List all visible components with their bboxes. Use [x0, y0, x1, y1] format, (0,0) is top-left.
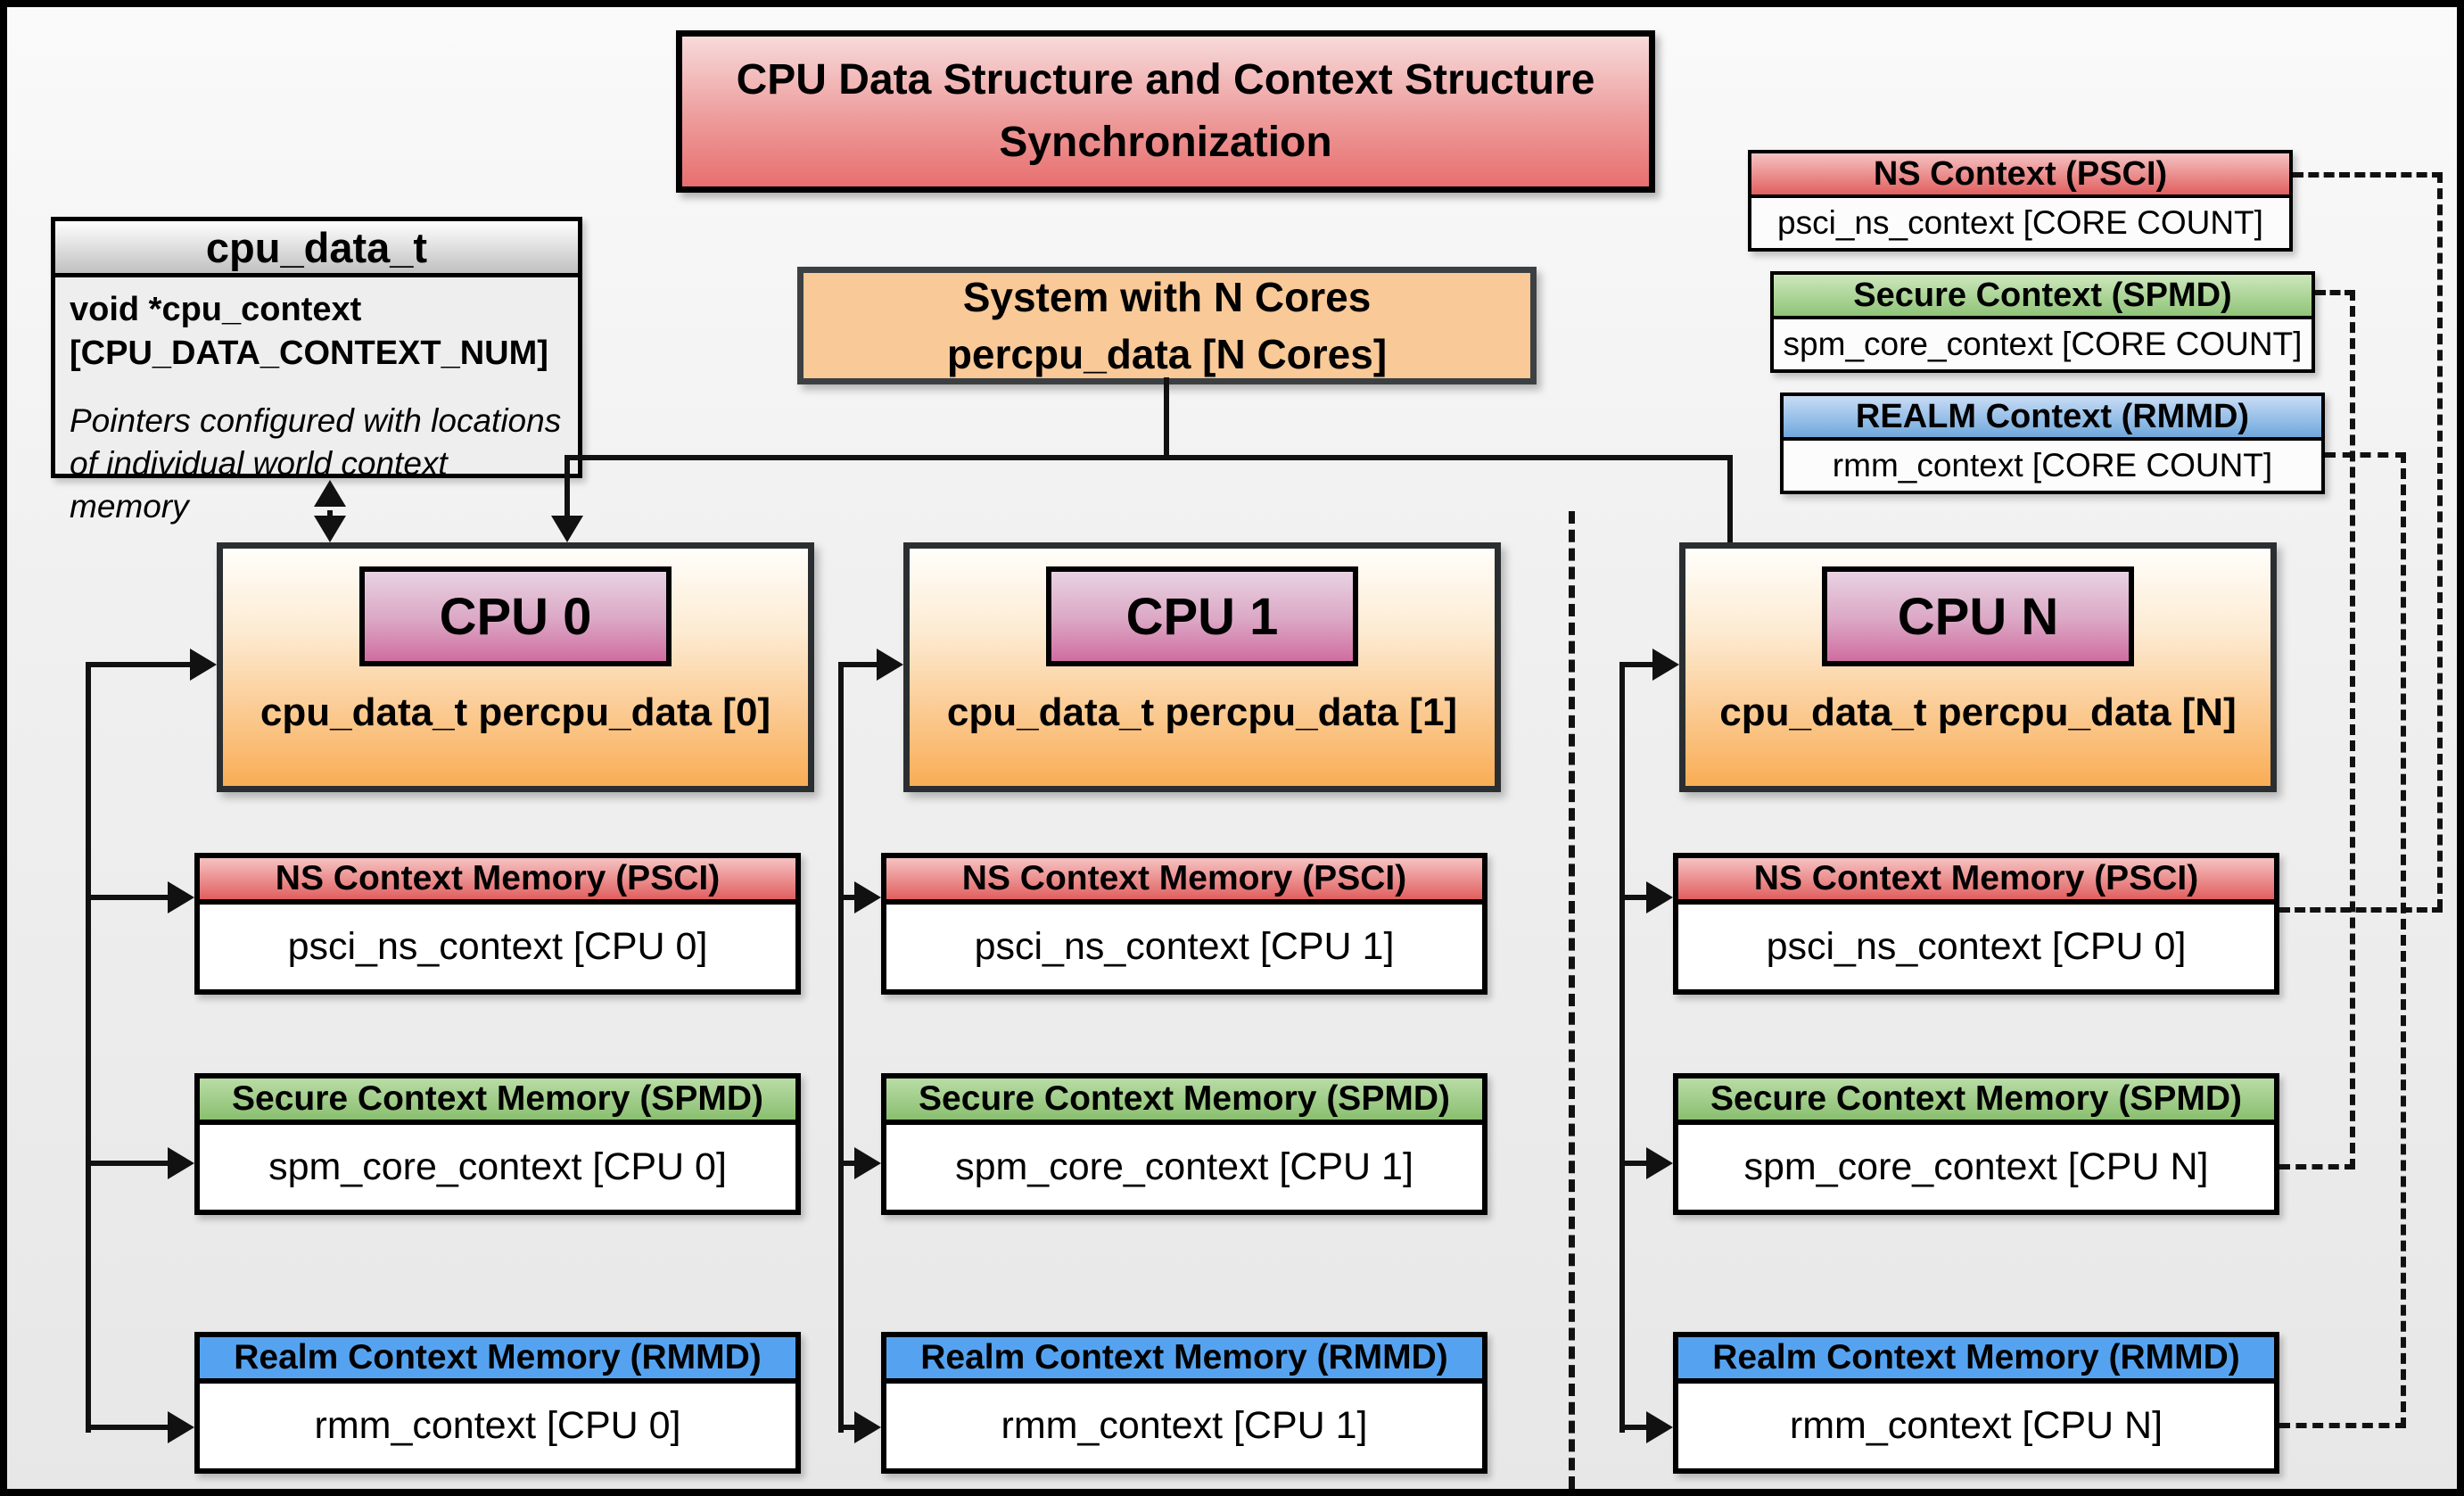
legend-secure-context-header: Secure Context (SPMD)	[1774, 275, 2312, 319]
cpu0-pointer-line	[86, 662, 190, 667]
dashed-psci-link-vertical	[2437, 172, 2443, 910]
cpuN-percpu-data-label: cpu_data_t percpu_data [N]	[1719, 690, 2237, 734]
cpu0-realm-branch	[86, 1425, 168, 1430]
cpu1-ns-branch	[838, 895, 854, 900]
cpuN-ns-context-memory-body: psci_ns_context [CPU 0]	[1766, 925, 2187, 968]
cpuN-ns-context-memory-header: NS Context Memory (PSCI)	[1678, 858, 2274, 905]
cpuN-pointer-trunk	[1619, 662, 1625, 1433]
connector-bar-to-cpuN	[1727, 455, 1733, 542]
cpu1-realm-context-memory-box: Realm Context Memory (RMMD) rmm_context …	[881, 1332, 1487, 1474]
cpu0-percpu-data-label: cpu_data_t percpu_data [0]	[260, 690, 771, 734]
diagram-title-line1: CPU Data Structure and Context Structure	[736, 56, 1595, 104]
cpuN-realm-branch	[1619, 1425, 1646, 1430]
legend-ns-context-body: psci_ns_context [CORE COUNT]	[1777, 204, 2263, 241]
cpu0-secure-context-memory-box: Secure Context Memory (SPMD) spm_core_co…	[194, 1073, 801, 1215]
cpu1-pointer-trunk	[838, 662, 844, 1433]
cpu1-ns-context-memory-body: psci_ns_context [CPU 1]	[974, 925, 1395, 968]
cpu0-ns-context-memory-box: NS Context Memory (PSCI) psci_ns_context…	[194, 853, 801, 995]
cpu0-ns-context-memory-header: NS Context Memory (PSCI)	[200, 858, 795, 905]
arrowhead-into-cpuN-realm-icon	[1646, 1411, 1673, 1443]
cpu-data-t-struct-header: cpu_data_t	[55, 221, 578, 277]
cpuN-realm-context-memory-box: Realm Context Memory (RMMD) rmm_context …	[1673, 1332, 2279, 1474]
arrowhead-into-cpu1-realm-icon	[854, 1411, 881, 1443]
arrowhead-into-cpu1-icon	[877, 649, 903, 681]
arrowhead-into-cpuN-secure-icon	[1646, 1147, 1673, 1179]
legend-realm-context-header: REALM Context (RMMD)	[1784, 396, 2321, 441]
legend-realm-context-body: rmm_context [CORE COUNT]	[1832, 447, 2273, 484]
dashed-rmmd-link-vertical	[2401, 452, 2406, 1428]
dashed-psci-link-bottom	[2279, 907, 2443, 913]
cpu1-secure-branch	[838, 1161, 854, 1166]
system-box-line1: System with N Cores	[962, 273, 1372, 320]
legend-secure-context: Secure Context (SPMD) spm_core_context […	[1770, 271, 2315, 373]
legend-secure-context-body: spm_core_context [CORE COUNT]	[1783, 326, 2303, 362]
dashed-spmd-link-bottom	[2279, 1164, 2355, 1170]
cpuN-label: CPU N	[1822, 566, 2134, 666]
dashed-rmmd-link-bottom	[2279, 1423, 2406, 1428]
cpu1-ns-context-memory-header: NS Context Memory (PSCI)	[886, 858, 1482, 905]
cpuN-realm-context-memory-header: Realm Context Memory (RMMD)	[1678, 1337, 2274, 1384]
arrowhead-into-cpu0-top-icon	[551, 516, 583, 542]
cpuN-secure-context-memory-box: Secure Context Memory (SPMD) spm_core_co…	[1673, 1073, 2279, 1215]
arrowhead-into-cpu0-secure-icon	[168, 1147, 194, 1179]
cpuN-secure-context-memory-header: Secure Context Memory (SPMD)	[1678, 1079, 2274, 1125]
arrowhead-up-struct-sync-icon	[314, 480, 346, 507]
diagram-title-line2: Synchronization	[999, 119, 1332, 166]
cpu1-percpu-data-label: cpu_data_t percpu_data [1]	[946, 690, 1458, 734]
cpu0-pointer-trunk	[86, 662, 91, 1433]
cpu-data-t-struct-body: void *cpu_context [CPU_DATA_CONTEXT_NUM]…	[55, 277, 578, 539]
system-box: System with N Cores percpu_data [N Cores…	[797, 267, 1537, 384]
cpu1-realm-branch	[838, 1425, 854, 1430]
dashed-spmd-link-top	[2315, 290, 2355, 295]
cpuN-ns-branch	[1619, 895, 1646, 900]
cpu-data-t-struct-box: cpu_data_t void *cpu_context [CPU_DATA_C…	[51, 217, 582, 525]
connector-branch-bar	[564, 455, 1733, 460]
cpu0-label: CPU 0	[359, 566, 672, 666]
cpuN-secure-context-memory-body: spm_core_context [CPU N]	[1743, 1145, 2209, 1188]
arrowhead-into-cpu1-secure-icon	[854, 1147, 881, 1179]
cpu1-ns-context-memory-box: NS Context Memory (PSCI) psci_ns_context…	[881, 853, 1487, 995]
legend-realm-context: REALM Context (RMMD) rmm_context [CORE C…	[1780, 393, 2325, 494]
cpuN-secure-branch	[1619, 1161, 1646, 1166]
cpu0-realm-context-memory-box: Realm Context Memory (RMMD) rmm_context …	[194, 1332, 801, 1474]
cpu-context-field: void *cpu_context [CPU_DATA_CONTEXT_NUM]	[70, 291, 548, 373]
dashed-spmd-link-vertical	[2350, 290, 2355, 1170]
arrowhead-into-cpu0-ns-icon	[168, 881, 194, 913]
arrowhead-into-cpu0-icon	[190, 649, 217, 681]
cpu0-secure-branch	[86, 1161, 168, 1166]
cpu0-ns-context-memory-body: psci_ns_context [CPU 0]	[287, 925, 708, 968]
connector-system-down	[1164, 377, 1169, 460]
cpuN-ns-context-memory-box: NS Context Memory (PSCI) psci_ns_context…	[1673, 853, 2279, 995]
cpu1-secure-context-memory-box: Secure Context Memory (SPMD) spm_core_co…	[881, 1073, 1487, 1215]
arrowhead-into-cpu1-ns-icon	[854, 881, 881, 913]
arrowhead-into-cpuN-ns-icon	[1646, 881, 1673, 913]
legend-ns-context-header: NS Context (PSCI)	[1751, 153, 2289, 198]
cpu0-realm-context-memory-header: Realm Context Memory (RMMD)	[200, 1337, 795, 1384]
connector-bar-to-cpu0	[564, 455, 570, 517]
cpu0-realm-context-memory-body: rmm_context [CPU 0]	[314, 1404, 681, 1447]
dashed-rmmd-link-top	[2325, 452, 2406, 458]
arrowhead-into-cpuN-icon	[1652, 649, 1679, 681]
dashed-column-separator	[1569, 511, 1575, 1489]
cpu0-secure-context-memory-header: Secure Context Memory (SPMD)	[200, 1079, 795, 1125]
arrowhead-down-struct-sync-icon	[314, 516, 346, 542]
cpu1-secure-context-memory-body: spm_core_context [CPU 1]	[955, 1145, 1413, 1188]
arrowhead-into-cpu0-realm-icon	[168, 1411, 194, 1443]
cpu0-secure-context-memory-body: spm_core_context [CPU 0]	[268, 1145, 727, 1188]
cpu1-secure-context-memory-header: Secure Context Memory (SPMD)	[886, 1079, 1482, 1125]
cpu1-realm-context-memory-header: Realm Context Memory (RMMD)	[886, 1337, 1482, 1384]
dashed-psci-link-top	[2293, 172, 2443, 178]
cpu1-label: CPU 1	[1046, 566, 1358, 666]
diagram-title: CPU Data Structure and Context Structure…	[676, 30, 1655, 193]
pointers-note: Pointers configured with locations of in…	[70, 401, 562, 525]
cpuN-pointer-line	[1619, 662, 1652, 667]
cpu1-realm-context-memory-body: rmm_context [CPU 1]	[1001, 1404, 1368, 1447]
cpu1-pointer-line	[838, 662, 877, 667]
system-box-line2: percpu_data [N Cores]	[946, 331, 1388, 377]
cpuN-realm-context-memory-body: rmm_context [CPU N]	[1789, 1404, 2163, 1447]
cpu0-ns-branch	[86, 895, 168, 900]
legend-ns-context: NS Context (PSCI) psci_ns_context [CORE …	[1748, 150, 2293, 252]
